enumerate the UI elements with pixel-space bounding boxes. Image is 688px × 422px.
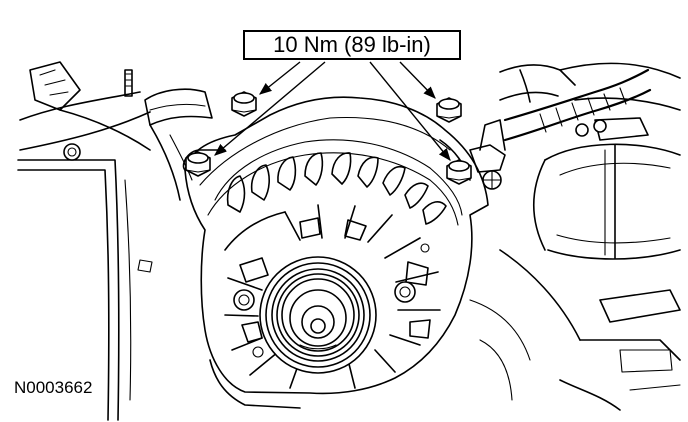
torque-spec-callout: 10 Nm (89 lb-in) — [243, 30, 461, 60]
leader-lower-left — [214, 61, 326, 156]
leader-upper-right — [399, 61, 436, 99]
leader-upper-left — [259, 61, 301, 95]
figure-id: N0003662 — [14, 378, 93, 397]
front-housing-ribs — [224, 204, 441, 389]
mounting-bolts — [185, 91, 472, 185]
callout-leaders — [214, 61, 451, 161]
alternator-assembly — [182, 96, 489, 409]
bolt-lower-left — [185, 151, 211, 177]
alternator-pulley — [259, 256, 377, 374]
bolt-lower-right — [446, 159, 472, 185]
bolt-upper-right — [436, 97, 462, 123]
leader-lower-right — [369, 61, 451, 161]
engine-background — [17, 61, 681, 421]
cooling-fins — [226, 152, 447, 225]
bolt-upper-left — [231, 91, 257, 117]
